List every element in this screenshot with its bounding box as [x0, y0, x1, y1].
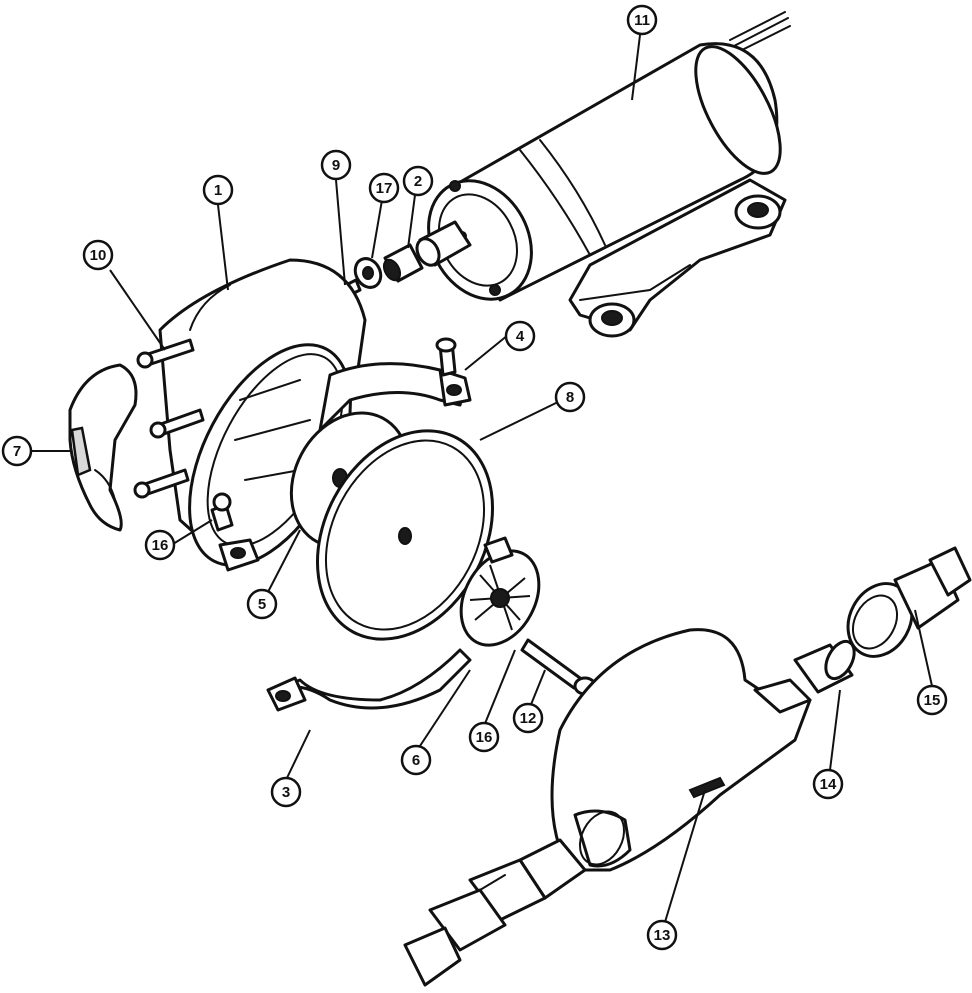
part-2-shaft-coupling: [382, 243, 424, 283]
callout-label: 13: [654, 927, 671, 944]
callout-label: 12: [520, 710, 537, 727]
callout-label: 4: [516, 328, 525, 345]
callout-10: 10: [82, 239, 114, 271]
part-3-clamp-lower: [266, 648, 472, 712]
housing-bolt-2: [149, 408, 205, 439]
part-13-manifold: [550, 628, 812, 872]
callout-label: 15: [924, 692, 941, 709]
callout-label: 11: [634, 12, 650, 29]
callout-1: 1: [202, 174, 234, 206]
part-15-hose-nipple: [846, 546, 972, 658]
part-4-clamp-upper: [318, 337, 472, 432]
callout-15: 15: [916, 684, 948, 716]
part-11-motor: [415, 11, 791, 338]
callout-label: 5: [258, 596, 266, 613]
callout-label: 9: [332, 157, 340, 174]
callout-label: 14: [820, 776, 837, 793]
callout-16-housing: 16: [144, 529, 176, 561]
callout-4: 4: [504, 320, 536, 352]
callout-label: 16: [476, 729, 493, 746]
callout-label: 2: [414, 173, 422, 190]
part-7-end-cover: [68, 363, 138, 532]
part-6-valve-plate: [459, 536, 541, 647]
callout-label: 16: [152, 537, 169, 554]
callout-9: 9: [320, 149, 352, 181]
callout-11: 11: [626, 4, 658, 36]
callout-label: 3: [282, 784, 290, 801]
callout-6: 6: [400, 744, 432, 776]
part-12-bolt: [520, 638, 597, 696]
housing-bolt-3: [133, 468, 190, 499]
callout-label: 6: [412, 752, 420, 769]
callout-3: 3: [270, 776, 302, 808]
callout-8: 8: [554, 381, 586, 413]
callout-label: 8: [566, 389, 574, 406]
callout-label: 7: [13, 443, 21, 460]
callout-2: 2: [402, 165, 434, 197]
callout-7: 7: [1, 435, 33, 467]
callout-label: 10: [90, 247, 107, 264]
callout-13: 13: [646, 919, 678, 951]
leader-lines: [30, 34, 933, 923]
callout-label: 1: [214, 182, 222, 199]
callout-5: 5: [246, 588, 278, 620]
callout-14: 14: [812, 768, 844, 800]
callout-12: 12: [512, 702, 544, 734]
housing-bolt-1: [136, 338, 195, 369]
callout-label: 17: [376, 180, 393, 197]
inlet-fitting: [403, 838, 587, 987]
callout-16-valve: 16: [468, 721, 500, 753]
part-14-fitting: [793, 639, 856, 694]
mount-foot-rear: [734, 194, 782, 230]
mount-foot-front: [588, 302, 636, 338]
part-17-washer: [353, 257, 383, 289]
callout-17: 17: [368, 172, 400, 204]
